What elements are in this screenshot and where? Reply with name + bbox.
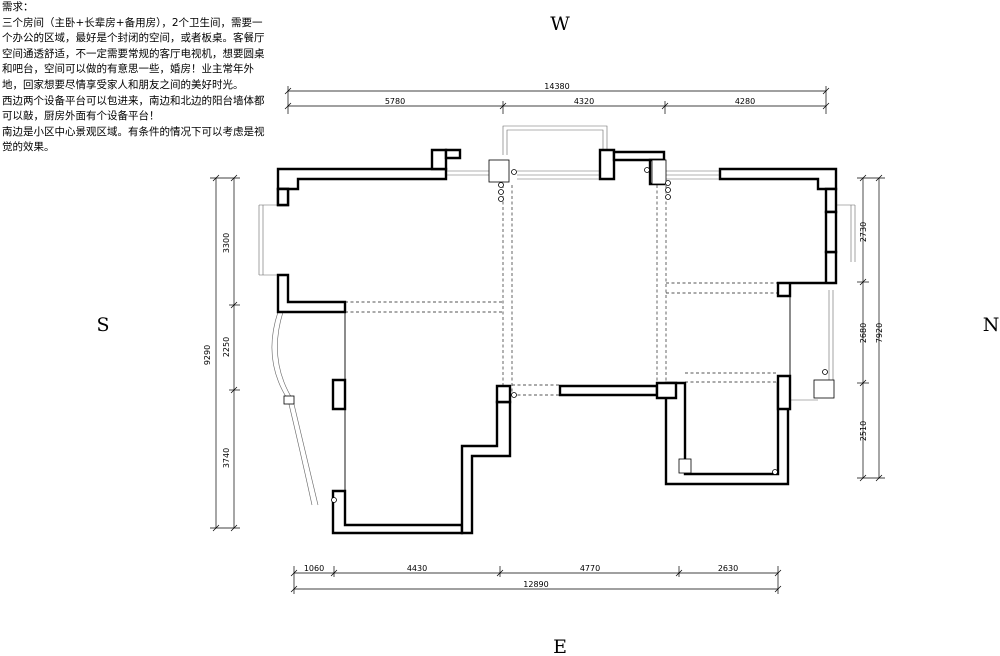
dim-right-seg-3: 2510 (859, 421, 868, 441)
dim-left-seg-2: 2250 (222, 337, 231, 357)
dim-top-seg-2: 4320 (574, 97, 594, 106)
left-dimension-line: 9290 3300 2250 3740 (203, 174, 240, 532)
dim-top-seg-1: 5780 (385, 97, 405, 106)
dim-bottom-seg-2: 4430 (407, 564, 427, 573)
kitchen-corner-box (678, 458, 692, 474)
dashed-partition-lines (345, 185, 778, 396)
walls (276, 148, 838, 535)
requirements-line-1: 三个房间（主卧+长辈房+备用房），2个卫生间，需要一个办公的区域，最好是个封闭的… (2, 16, 265, 91)
dim-bottom-seg-3: 4770 (580, 564, 600, 573)
requirements-title: 需求： (2, 1, 34, 13)
dim-right-seg-1: 2730 (859, 222, 868, 242)
dim-left-seg-3: 3740 (222, 448, 231, 468)
dim-left-seg-1: 3300 (222, 233, 231, 253)
dim-left-total: 9290 (203, 345, 212, 365)
dim-bottom-seg-1: 1060 (304, 564, 324, 573)
compass-south: S (96, 314, 109, 336)
requirements-line-3: 南边是小区中心景观区域。有条件的情况下可以考虑是视觉的效果。 (2, 125, 265, 154)
dim-bottom-total: 12890 (523, 580, 548, 589)
dim-bottom-seg-4: 2630 (718, 564, 738, 573)
equipment-box-top-left (488, 159, 510, 183)
dim-top-seg-3: 4280 (735, 97, 755, 106)
right-dimension-line: 2730 2680 2510 7920 (857, 174, 885, 482)
equipment (283, 159, 835, 503)
compass-east: E (553, 636, 567, 656)
dim-right-seg-2: 2680 (859, 323, 868, 343)
bottom-dimension-line: 1060 4430 4770 2630 12890 (290, 564, 782, 594)
top-dimension-line: 14380 5780 4320 4280 (284, 82, 830, 114)
equipment-box-left (283, 395, 295, 405)
dim-top-total: 14380 (544, 82, 569, 91)
equipment-box-right (813, 379, 835, 399)
requirements-line-2: 西边两个设备平台可以包进来，南边和北边的阳台墙体都可以敲，厨房外面有个设备平台！ (2, 94, 265, 123)
compass-north: N (983, 314, 1000, 336)
dim-right-total: 7920 (875, 323, 884, 343)
requirements-note: 需求： 三个房间（主卧+长辈房+备用房），2个卫生间，需要一个办公的区域，最好是个… (2, 0, 272, 156)
window-lines (258, 125, 856, 525)
equipment-box-top-right (651, 159, 667, 185)
compass-west: W (550, 13, 570, 35)
